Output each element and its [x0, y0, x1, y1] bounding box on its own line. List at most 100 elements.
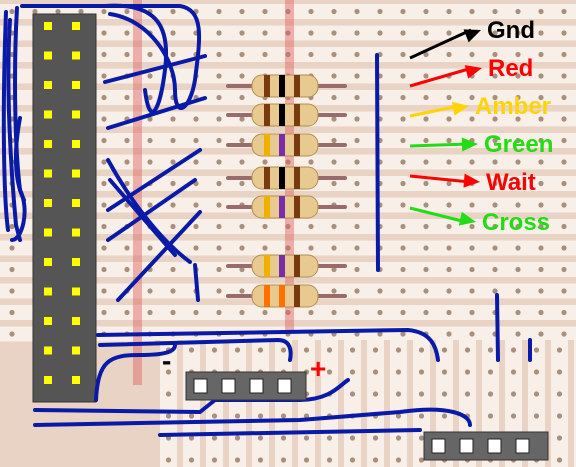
- hole: [326, 457, 333, 463]
- hole: [400, 30, 406, 36]
- legend-arrowhead: [463, 29, 481, 43]
- hole: [239, 30, 245, 36]
- hole: [492, 159, 498, 165]
- hole: [193, 223, 199, 230]
- hole: [400, 223, 406, 230]
- hole: [423, 8, 429, 15]
- legend-label-gnd: Gnd: [487, 17, 535, 44]
- hole: [469, 309, 475, 316]
- hole: [234, 457, 241, 463]
- header-pin: [44, 228, 52, 237]
- hole: [446, 94, 452, 101]
- wire: [106, 148, 202, 212]
- legend-arrow-shaft: [409, 142, 469, 148]
- hole: [188, 413, 195, 419]
- hole: [331, 180, 337, 187]
- header-pin: [44, 81, 52, 89]
- hole: [331, 73, 337, 79]
- legend-item-red: Red: [409, 55, 533, 88]
- hole: [285, 309, 291, 316]
- hole: [487, 369, 494, 375]
- hole: [469, 8, 475, 15]
- hole: [147, 51, 153, 58]
- hole: [469, 202, 475, 208]
- resistor: [226, 74, 347, 98]
- header-pin: [72, 169, 80, 178]
- header-pin: [72, 22, 80, 30]
- hole: [492, 137, 498, 144]
- hole: [377, 30, 383, 36]
- hole: [423, 51, 429, 58]
- resistor-band: [279, 134, 285, 156]
- hole: [377, 8, 383, 15]
- hole: [101, 8, 107, 15]
- hole: [101, 266, 107, 273]
- hole: [400, 309, 406, 316]
- hole: [469, 116, 475, 122]
- hole: [234, 413, 241, 419]
- hole: [280, 413, 287, 419]
- hole: [308, 30, 314, 36]
- hole: [354, 8, 360, 15]
- wire: [13, 116, 26, 202]
- header-pin: [72, 317, 80, 325]
- hole: [326, 435, 333, 441]
- hole: [515, 116, 521, 122]
- wire: [108, 178, 177, 257]
- hole: [418, 391, 425, 397]
- minus-sign: -: [162, 345, 171, 376]
- hole: [446, 266, 452, 273]
- header-pin: [72, 228, 80, 237]
- hole: [170, 51, 176, 58]
- hole: [354, 116, 360, 122]
- hole: [492, 116, 498, 122]
- hole: [124, 309, 130, 316]
- header-pin: [44, 287, 52, 296]
- legend-item-green: Green: [409, 131, 553, 158]
- hole: [216, 159, 222, 165]
- hole: [492, 8, 498, 15]
- hole: [446, 288, 452, 294]
- hole: [285, 30, 291, 36]
- hole: [354, 266, 360, 273]
- wire: [495, 293, 500, 362]
- hole: [446, 180, 452, 187]
- hole: [234, 435, 241, 441]
- hole: [538, 159, 544, 165]
- wire: [33, 407, 472, 427]
- hole: [165, 369, 172, 375]
- hole: [239, 116, 245, 122]
- hole: [423, 30, 429, 36]
- hole: [124, 245, 130, 251]
- hole: [188, 435, 195, 441]
- hole: [239, 73, 245, 79]
- hole: [418, 457, 425, 463]
- hole: [101, 94, 107, 101]
- hole: [216, 309, 222, 316]
- plus-sign: +: [310, 353, 326, 384]
- hole: [377, 288, 383, 294]
- hole: [538, 331, 544, 337]
- hole: [170, 159, 176, 165]
- hole: [515, 159, 521, 165]
- hole: [303, 413, 310, 419]
- hole: [147, 202, 153, 208]
- resistor-band: [264, 167, 270, 189]
- hole: [561, 331, 567, 337]
- resistor-band: [279, 255, 285, 277]
- hole: [326, 369, 333, 375]
- hole: [515, 202, 521, 208]
- hole: [354, 223, 360, 230]
- header-pin: [44, 199, 52, 207]
- legend-item-gnd: Gnd: [409, 17, 535, 60]
- header-pin: [44, 258, 52, 266]
- legend-arrowhead: [452, 101, 469, 116]
- hole: [423, 159, 429, 165]
- hole: [147, 288, 153, 294]
- hole: [354, 137, 360, 144]
- header-pin: [44, 169, 52, 178]
- header-outline: [32, 13, 97, 403]
- hole: [395, 347, 402, 353]
- hole: [239, 51, 245, 58]
- hole: [124, 94, 130, 101]
